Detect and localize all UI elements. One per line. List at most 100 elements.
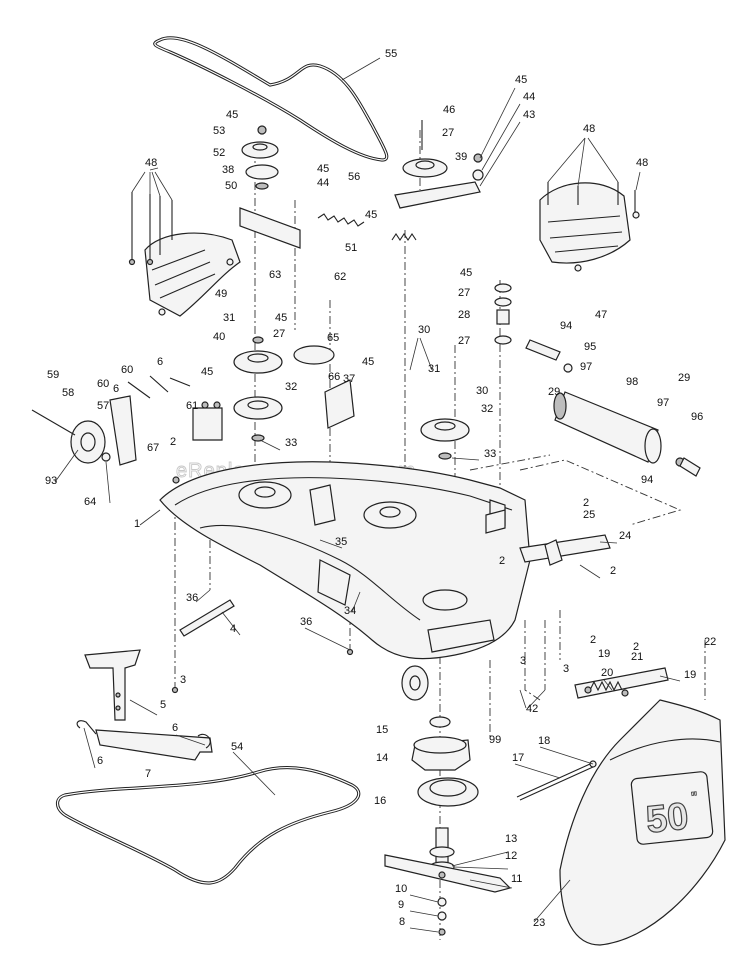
gauge-wheel-assembly (31, 375, 223, 466)
part-number-label: 57 (97, 400, 109, 412)
deck-size-mark: " (690, 788, 698, 805)
part-number-label: 31 (223, 312, 235, 324)
part-number-label: 45 (226, 109, 238, 121)
part-number-label: 33 (285, 437, 297, 449)
discharge-bracket (574, 667, 669, 699)
part-number-label: 19 (598, 648, 610, 660)
part-number-label: 1 (134, 518, 140, 530)
idler-stack-center (324, 283, 512, 429)
part-number-label: 29 (678, 372, 690, 384)
part-number-label: 42 (526, 703, 538, 715)
part-number-label: 45 (460, 267, 472, 279)
part-number-label: 3 (563, 663, 569, 675)
part-number-label: 12 (505, 850, 517, 862)
part-number-label: 32 (285, 381, 297, 393)
part-number-label: 62 (334, 271, 346, 283)
part-number-label: 27 (273, 328, 285, 340)
part-number-label: 33 (484, 448, 496, 460)
part-number-label: 6 (113, 383, 119, 395)
part-number-label: 45 (317, 163, 329, 175)
part-number-label: 24 (619, 530, 631, 542)
part-number-label: 18 (538, 735, 550, 747)
front-stabilizer-rod (171, 599, 354, 694)
part-number-label: 97 (580, 361, 592, 373)
part-number-label: 36 (186, 592, 198, 604)
part-number-label: 60 (121, 364, 133, 376)
part-number-label: 65 (327, 332, 339, 344)
part-number-label: 6 (97, 755, 103, 767)
part-number-label: 63 (269, 269, 281, 281)
part-number-label: 2 (170, 436, 176, 448)
part-number-label: 3 (180, 674, 186, 686)
part-number-label: 6 (157, 356, 163, 368)
part-number-label: 2 (583, 497, 589, 509)
part-number-label: 11 (511, 873, 522, 885)
part-number-label: 21 (631, 651, 643, 663)
spindle-assembly (411, 716, 479, 873)
part-number-label: 60 (97, 378, 109, 390)
part-number-label: 10 (395, 883, 407, 895)
part-number-label: 29 (548, 386, 560, 398)
part-number-label: 27 (458, 335, 470, 347)
part-number-label: 7 (145, 768, 151, 780)
part-number-label: 37 (343, 373, 355, 385)
part-number-label: 53 (213, 125, 225, 137)
part-number-label: 66 (328, 371, 340, 383)
part-number-label: 48 (583, 123, 595, 135)
callout-leader-lines (54, 57, 681, 933)
upper-drive-belt (153, 36, 389, 162)
part-number-label: 5 (160, 699, 166, 711)
part-number-label: 4 (230, 623, 236, 635)
part-number-label: 2 (633, 641, 639, 653)
part-number-label: 36 (300, 616, 312, 628)
part-number-label: 55 (385, 48, 397, 60)
part-number-label: 2 (610, 565, 616, 577)
part-number-label: 38 (222, 164, 234, 176)
part-number-label: 27 (442, 127, 454, 139)
idler-bracket-left (239, 125, 301, 249)
lower-deck-belt (55, 765, 361, 885)
part-number-label: 8 (399, 916, 405, 928)
part-number-label: 96 (691, 411, 703, 423)
part-number-label: 45 (201, 366, 213, 378)
part-number-label: 23 (533, 917, 545, 929)
deck-hanger-bracket (84, 649, 141, 721)
part-number-label: 43 (523, 109, 535, 121)
part-number-label: 35 (335, 536, 347, 548)
right-belt-cover (539, 182, 640, 272)
part-number-label: 50 (225, 180, 237, 192)
part-number-label: 94 (641, 474, 653, 486)
part-number-label: 32 (481, 403, 493, 415)
pulley-right (420, 418, 470, 460)
idler-springs (317, 213, 417, 241)
part-number-label: 9 (398, 899, 404, 911)
part-number-label: 30 (418, 324, 430, 336)
pulley-stack-left (233, 336, 335, 442)
part-number-label: 46 (443, 104, 455, 116)
part-number-label: 48 (636, 157, 648, 169)
part-number-label: 45 (365, 209, 377, 221)
part-number-label: 22 (704, 636, 716, 648)
part-number-label: 45 (275, 312, 287, 324)
part-number-label: 2 (499, 555, 505, 567)
part-number-label: 45 (362, 356, 374, 368)
part-number-label: 27 (458, 287, 470, 299)
deck-size-label: 50 (644, 795, 690, 841)
idler-arm-right (394, 120, 484, 209)
part-number-label: 52 (213, 147, 225, 159)
part-number-label: 2 (590, 634, 596, 646)
part-number-label: 97 (657, 397, 669, 409)
discharge-chute: 50 " (559, 699, 726, 946)
part-number-label: 25 (583, 509, 595, 521)
left-belt-cover (144, 232, 241, 317)
cover-screws (128, 182, 636, 266)
rear-bracket-24 (485, 509, 611, 566)
part-number-label: 16 (374, 795, 386, 807)
part-number-label: 44 (523, 91, 535, 103)
part-number-label: 58 (62, 387, 74, 399)
part-number-label: 99 (489, 734, 501, 746)
part-number-label: 19 (684, 669, 696, 681)
mower-blade (384, 854, 512, 936)
